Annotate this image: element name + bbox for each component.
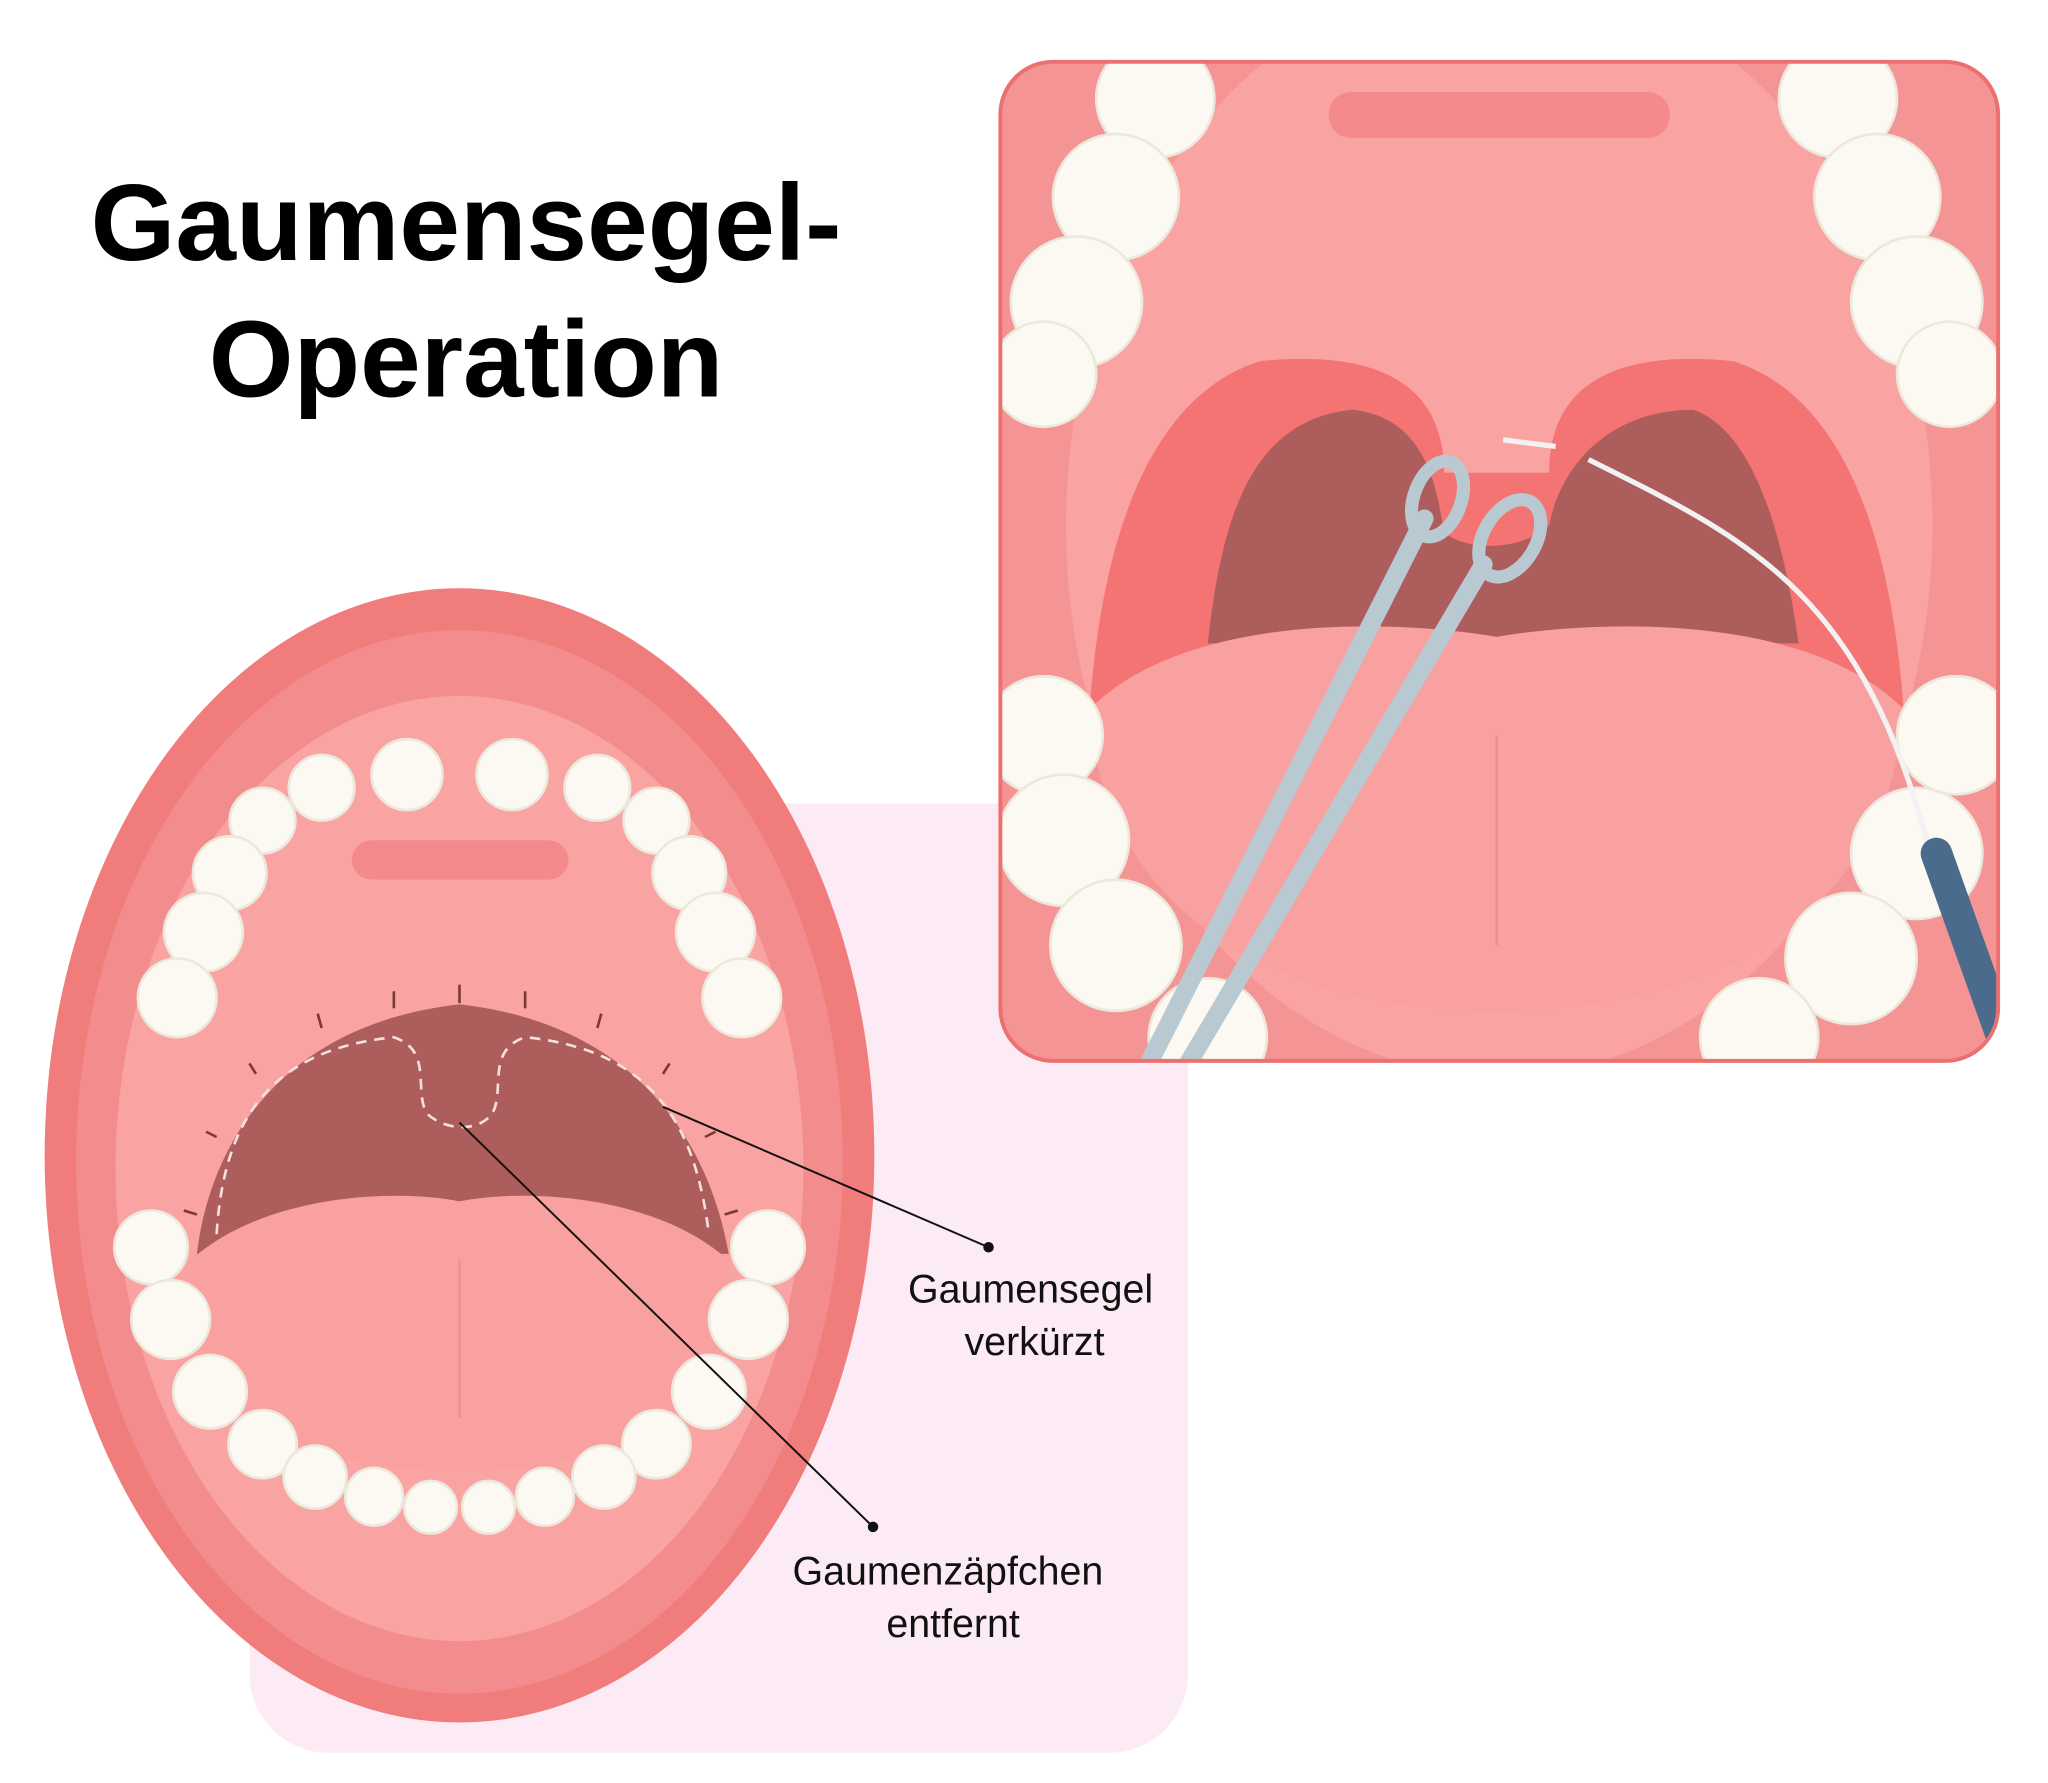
surgery-closeup-panel	[1000, 61, 1999, 1061]
label-soft-palate-line-1: Gaumensegel	[908, 1267, 1153, 1311]
throat	[196, 1004, 729, 1254]
closeup-panel-border	[998, 59, 2001, 1063]
leader-line-soft-palate	[662, 1105, 989, 1249]
page-title-line-2: Operation	[209, 299, 724, 421]
label-uvula-line-2: entfernt	[886, 1602, 1020, 1646]
open-mouth-illustration	[44, 588, 875, 1723]
lower-teeth	[112, 1209, 807, 1535]
throat-closeup	[1207, 409, 1799, 644]
sutures	[183, 984, 739, 1216]
label-uvula-line-1: Gaumenzäpfchen	[792, 1550, 1103, 1594]
suture-thread	[1502, 437, 1933, 855]
leader-line-uvula	[458, 1121, 874, 1528]
upper-teeth	[136, 737, 783, 1039]
incision-line	[215, 1035, 711, 1235]
needle-holder	[1920, 837, 1999, 1053]
page-title-line-1: Gaumensegel-	[91, 162, 842, 284]
leader-dot-soft-palate	[983, 1242, 994, 1253]
forceps	[1139, 454, 1548, 1061]
label-soft-palate-line-2: verkürzt	[964, 1320, 1104, 1364]
leader-dot-uvula	[867, 1521, 879, 1533]
